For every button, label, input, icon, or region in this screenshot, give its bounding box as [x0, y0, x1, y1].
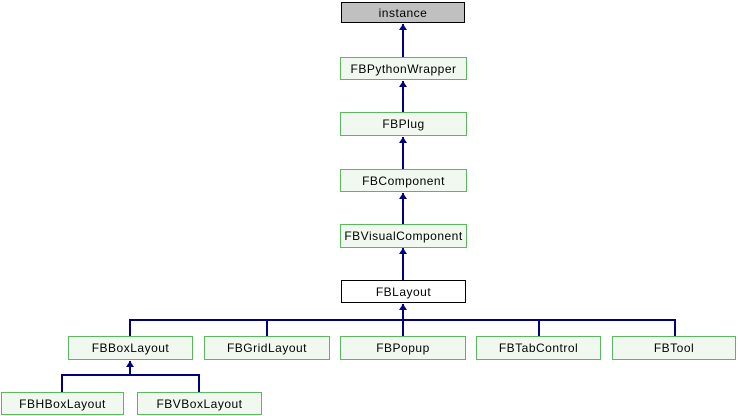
node-fbboxlayout[interactable]: FBBoxLayout — [68, 336, 193, 360]
node-fbhboxlayout[interactable]: FBHBoxLayout — [1, 392, 124, 415]
edge-children-fbboxlayout-stem — [129, 361, 131, 376]
arrow-up-icon — [126, 361, 134, 367]
node-fbcomponent[interactable]: FBComponent — [340, 169, 467, 192]
edge-fbcomponent-fbplug — [402, 137, 404, 169]
node-fbpythonwrapper[interactable]: FBPythonWrapper — [340, 57, 467, 80]
node-fbtabcontrol[interactable]: FBTabControl — [476, 336, 601, 360]
edge-fbvisualcomponent-fbcomponent — [402, 193, 404, 224]
edge-drop-fbgridlayout — [266, 319, 268, 336]
arrow-up-icon — [399, 24, 407, 30]
node-fbvboxlayout[interactable]: FBVBoxLayout — [137, 392, 262, 415]
node-fblayout: FBLayout — [341, 280, 466, 303]
edge-fbpythonwrapper-instance — [402, 24, 404, 57]
edge-fbplug-fbpythonwrapper — [402, 81, 404, 112]
edge-drop-fbhboxlayout — [61, 374, 63, 392]
node-fbpopup[interactable]: FBPopup — [340, 336, 466, 360]
edge-drop-fbboxlayout — [129, 319, 131, 336]
arrow-up-icon — [399, 248, 407, 254]
edge-children-fblayout-trunk — [129, 319, 676, 321]
edge-drop-fbtool — [674, 319, 676, 336]
node-fbplug[interactable]: FBPlug — [340, 112, 467, 136]
node-fbvisualcomponent[interactable]: FBVisualComponent — [340, 224, 467, 248]
node-instance: instance — [341, 2, 465, 23]
node-fbgridlayout[interactable]: FBGridLayout — [204, 336, 330, 360]
arrow-up-icon — [399, 137, 407, 143]
edge-children-fbboxlayout-trunk — [61, 374, 200, 376]
edge-drop-fbtabcontrol — [538, 319, 540, 336]
arrow-up-icon — [399, 81, 407, 87]
edge-fblayout-fbvisualcomponent — [402, 248, 404, 280]
node-fbtool[interactable]: FBTool — [612, 336, 736, 360]
edge-drop-fbvboxlayout — [198, 374, 200, 392]
arrow-up-icon — [399, 304, 407, 310]
arrow-up-icon — [399, 193, 407, 199]
